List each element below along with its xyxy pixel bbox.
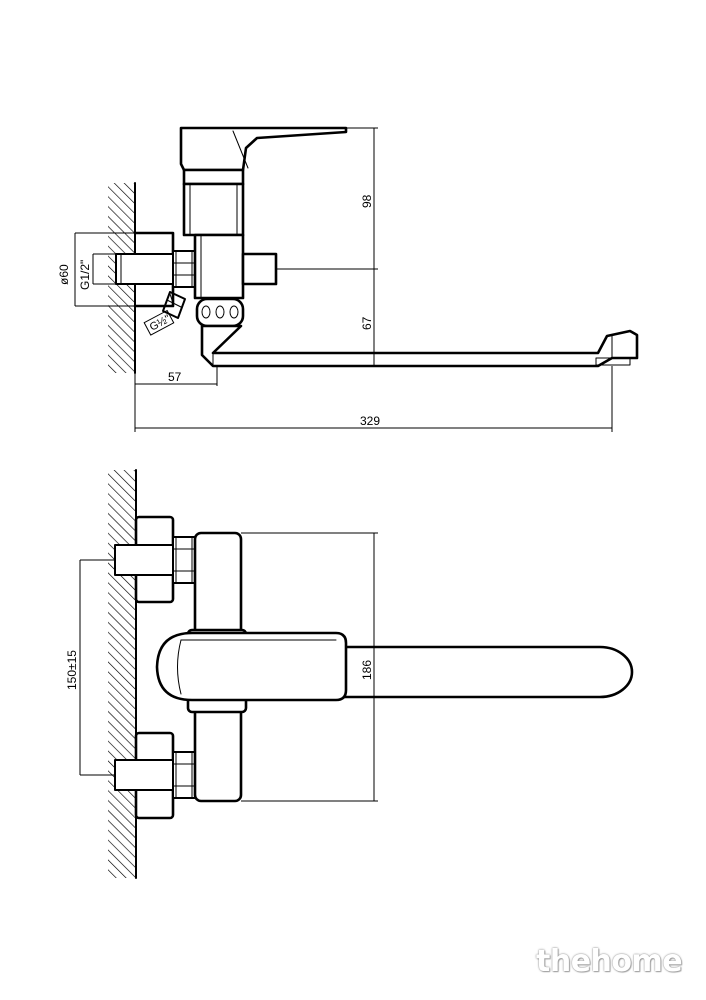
side-view: ø60 G1/2" G½" 98 67 57 329 bbox=[57, 126, 639, 432]
dim-150-label: 150±15 bbox=[65, 650, 79, 690]
side-fitting-line2 bbox=[169, 293, 174, 304]
side-ring-hole3 bbox=[229, 305, 239, 319]
dim-67-label: 67 bbox=[360, 316, 374, 330]
side-ring-hole2 bbox=[215, 305, 225, 319]
dim-186-label: 186 bbox=[360, 660, 374, 680]
dim-thread-label: G1/2" bbox=[78, 260, 92, 290]
front-hex-nut-top bbox=[172, 536, 196, 584]
side-hex-nut bbox=[172, 250, 196, 288]
side-lever-detail bbox=[232, 130, 249, 169]
dim-329-label: 329 bbox=[360, 414, 380, 428]
watermark-logo: thehome bbox=[536, 944, 683, 979]
side-swivel-ring bbox=[195, 297, 245, 328]
side-aerator bbox=[595, 357, 631, 366]
side-mixer-body bbox=[182, 182, 245, 237]
side-cartridge-cap bbox=[182, 168, 245, 186]
dim-aerator-thread: G½" bbox=[143, 309, 175, 336]
front-hex-nut-bottom bbox=[172, 751, 196, 799]
front-lever-handle bbox=[155, 631, 348, 702]
front-pipe-bottom bbox=[114, 759, 174, 791]
side-fitting-line bbox=[166, 299, 182, 308]
front-view: 150±15 186 bbox=[65, 469, 634, 879]
dim-diameter-label: ø60 bbox=[57, 264, 71, 285]
side-outlet-stub bbox=[241, 252, 278, 286]
front-pipe-top bbox=[114, 544, 174, 576]
side-body-lower bbox=[193, 233, 245, 300]
front-wall-hatch bbox=[108, 470, 136, 878]
dim-98-label: 98 bbox=[360, 194, 374, 208]
side-ring-hole bbox=[201, 305, 211, 319]
side-spout bbox=[200, 324, 639, 368]
side-eccentric-fitting bbox=[162, 291, 186, 319]
side-inlet-pipe bbox=[115, 253, 174, 285]
dim-57-label: 57 bbox=[168, 370, 182, 384]
front-spout bbox=[298, 645, 634, 699]
front-handle-curve bbox=[177, 639, 182, 695]
side-lever-handle bbox=[179, 126, 348, 172]
